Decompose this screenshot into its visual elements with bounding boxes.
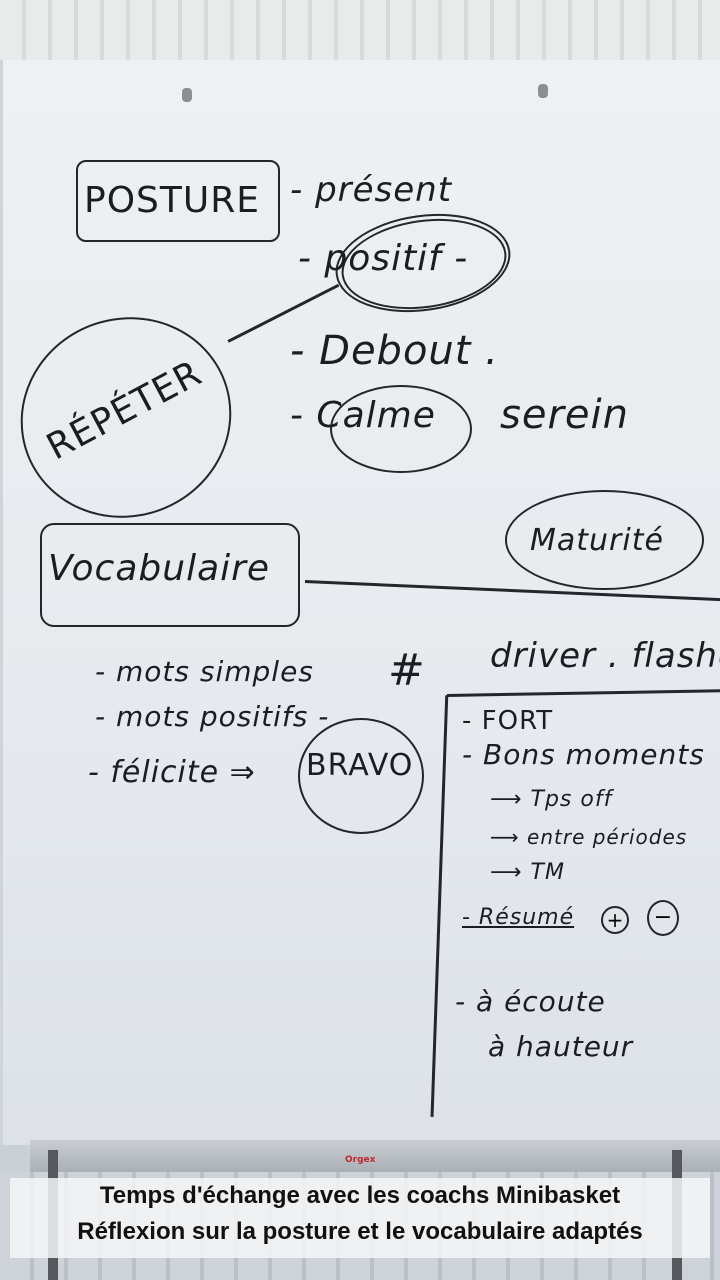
mots-positifs-text: - mots positifs - — [95, 700, 330, 733]
ecoute-text: - à écoute — [455, 985, 606, 1018]
posture-box — [76, 160, 280, 242]
magnet — [182, 88, 192, 102]
mots-simples-text: - mots simples — [95, 655, 314, 688]
present-text: - présent — [290, 170, 453, 210]
calme-text: - Calme — [290, 395, 436, 436]
bons-moments-text: - Bons moments — [462, 738, 705, 771]
magnet — [538, 84, 548, 98]
caption-line-1: Temps d'échange avec les coachs Minibask… — [99, 1182, 621, 1209]
posture-text: POSTURE — [84, 180, 260, 221]
positif-text: - positif - — [298, 238, 469, 279]
hash-text: # — [388, 645, 426, 696]
marker-tray — [30, 1140, 720, 1172]
calme-ellipse — [330, 385, 472, 473]
serein-text: serein — [500, 392, 629, 438]
plus-circle-icon: + — [601, 906, 629, 934]
debout-text: - Debout . — [290, 328, 499, 374]
minus-circle-icon: − — [647, 900, 679, 936]
maturite-text: Maturité — [530, 523, 664, 558]
caption-banner: Temps d'échange avec les coachs Minibask… — [10, 1178, 710, 1258]
vocabulaire-text: Vocabulaire — [48, 548, 271, 589]
bravo-text: BRAVO — [306, 748, 414, 783]
fort-text: - FORT — [462, 706, 554, 736]
felicite-text: - félicite ⇒ — [88, 755, 256, 790]
resume-text: - Résumé — [462, 905, 575, 930]
vocabulaire-box — [40, 523, 300, 627]
tps-off-text: ⟶ Tps off — [490, 787, 613, 812]
caption-line-2: Réflexion sur la posture et le vocabulai… — [77, 1218, 643, 1245]
tm-text: ⟶ TM — [490, 860, 565, 885]
hauteur-text: à hauteur — [488, 1030, 634, 1063]
driver-flasher-text: driver . flasher — [490, 636, 720, 676]
wall-background — [0, 0, 720, 70]
bravo-ellipse — [298, 718, 424, 834]
entre-periodes-text: ⟶ entre périodes — [490, 825, 688, 849]
maturite-ellipse — [505, 490, 704, 590]
tray-logo: Orgex — [345, 1155, 376, 1165]
